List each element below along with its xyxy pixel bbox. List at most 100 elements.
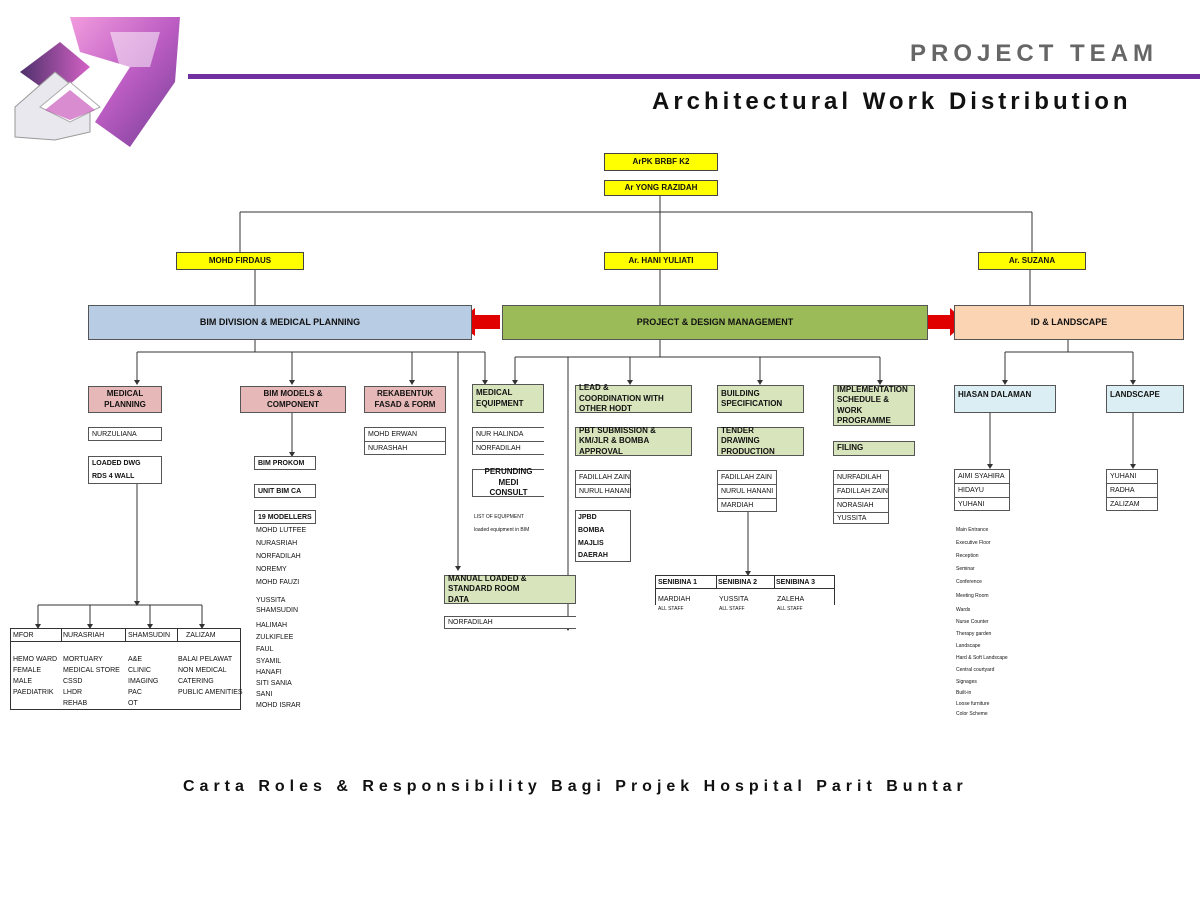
medical-equipment-person: NUR HALINDA xyxy=(472,427,544,441)
authority-list xyxy=(575,510,631,562)
senibina-staff: ALL STAFF xyxy=(658,606,684,612)
table-cell: NON MEDICAL xyxy=(178,667,227,674)
landscape-person: ZALIZAM xyxy=(1106,497,1158,511)
authority-item: JPBD xyxy=(578,514,597,521)
division-pdm: PROJECT & DESIGN MANAGEMENT xyxy=(502,305,928,340)
senibina-header: SENIBINA 2 xyxy=(718,579,758,586)
implementation-person: NORASIAH xyxy=(833,498,889,512)
table-cell: CLINIC xyxy=(128,667,151,674)
hiasan-person: YUHANI xyxy=(954,497,1010,511)
medical-planning-person: NURZULIANA xyxy=(88,427,162,441)
list-item: Meeting Room xyxy=(956,593,989,599)
table-cell: FEMALE xyxy=(13,667,42,674)
senibina-staff: ALL STAFF xyxy=(777,606,803,612)
senibina-staff: ALL STAFF xyxy=(719,606,745,612)
unit-bim-ca: UNIT BIM CA xyxy=(254,484,316,498)
manual-person: NORFADILAH xyxy=(444,616,576,629)
senibina-table xyxy=(655,575,835,605)
logo xyxy=(10,12,185,150)
table-cell: PUBLIC AMENITIES xyxy=(178,689,243,696)
table-header: MFOR xyxy=(13,632,34,639)
implementation-person: YUSSITA xyxy=(833,512,889,524)
list-item: Executive Floor xyxy=(956,540,991,546)
landscape-person: YUHANI xyxy=(1106,469,1158,483)
pbt-box: PBT SUBMISSION & KM/JLR & BOMBA APPROVAL xyxy=(575,426,692,456)
authority-item: BOMBA xyxy=(578,527,605,534)
table-cell: REHAB xyxy=(63,700,88,707)
table-cell: LHDR xyxy=(63,689,83,696)
table-cell: HEMO WARD xyxy=(13,656,58,663)
senibina-header: SENIBINA 3 xyxy=(776,579,816,586)
table-cell: A&E xyxy=(128,656,143,663)
table-cell: BALAI PELAWAT xyxy=(178,656,233,663)
division-bim: BIM DIVISION & MEDICAL PLANNING xyxy=(88,305,472,340)
list-item: MOHD ISRAR xyxy=(256,702,301,709)
equipment-note: LIST OF EQUIPMENT xyxy=(474,514,524,520)
implementation-person: NURFADILAH xyxy=(833,470,889,484)
medical-planning-box: MEDICAL PLANNING xyxy=(88,386,162,413)
lead-coord-person: NURUL HANANI xyxy=(575,484,631,498)
hiasan-person: HIDAYU xyxy=(954,483,1010,497)
implementation-box: IMPLEMENTATION SCHEDULE & WORK PROGRAMME xyxy=(833,385,915,426)
landscape-person: RADHA xyxy=(1106,483,1158,497)
table-header: ZALIZAM xyxy=(186,632,216,639)
list-item: Conference xyxy=(956,579,982,585)
senibina-header: SENIBINA 1 xyxy=(658,579,698,586)
list-item: Reception xyxy=(956,553,979,559)
building-spec-box: BUILDING SPECIFICATION xyxy=(717,385,804,413)
building-spec-person: MARDIAH xyxy=(717,498,777,512)
team-table-header xyxy=(11,629,240,642)
lead-coord-person: FADILLAH ZAIN xyxy=(575,470,631,484)
table-cell: CATERING xyxy=(178,678,214,685)
logo-mark-icon xyxy=(14,17,180,147)
list-item: ZULKIFLEE xyxy=(256,634,294,641)
table-cell: MEDICAL STORE xyxy=(63,667,120,674)
building-spec-person: NURUL HANANI xyxy=(717,484,777,498)
column-divider xyxy=(716,576,717,588)
bim-prokom: BIM PROKOM xyxy=(254,456,316,470)
table-cell: PAC xyxy=(128,689,142,696)
list-item: NOREMY xyxy=(256,566,287,573)
column-divider xyxy=(774,576,775,588)
page-subtitle: Architectural Work Distribution xyxy=(652,88,1132,115)
list-item: MOHD LUTFEE xyxy=(256,527,307,534)
footer-caption: Carta Roles & Responsibility Bagi Projek… xyxy=(183,778,968,795)
hiasan-person: AIMI SYAHIRA xyxy=(954,469,1010,483)
table-cell: CSSD xyxy=(63,678,83,685)
table-header: NURASRIAH xyxy=(63,632,105,639)
manual-box: MANUAL LOADED & STANDARD ROOM DATA xyxy=(444,574,576,604)
list-item: Central courtyard xyxy=(956,667,995,673)
lead-center-box: Ar. HANI YULIATI xyxy=(604,252,718,270)
list-item: Hard & Soft Landscape xyxy=(956,655,1008,661)
table-header: SHAMSUDIN xyxy=(128,632,171,639)
list-item: FAUL xyxy=(256,646,274,653)
loaded-dwg: LOADED DWG xyxy=(88,456,162,470)
modellers: 19 MODELLERS xyxy=(254,510,316,524)
table-cell: IMAGING xyxy=(128,678,159,685)
senibina-person: MARDIAH xyxy=(658,596,691,603)
list-item: Seminar xyxy=(956,566,975,572)
list-item: NORFADILAH xyxy=(256,553,301,560)
table-cell: MALE xyxy=(13,678,33,685)
building-spec-person: FADILLAH ZAIN xyxy=(717,470,777,484)
list-item: Therapy garden xyxy=(956,631,992,637)
tender-drawing-box: TENDER DRAWING PRODUCTION xyxy=(717,426,804,456)
list-item: HANAFI xyxy=(256,669,282,676)
list-item: Wards xyxy=(956,607,971,613)
filing-box: FILING xyxy=(833,441,915,456)
landscape-box: LANDSCAPE xyxy=(1106,385,1184,413)
column-divider xyxy=(61,629,62,641)
lead-right-box: Ar. SUZANA xyxy=(978,252,1086,270)
table-cell: OT xyxy=(128,700,138,707)
equipment-note: loaded equipment in BIM xyxy=(474,527,530,533)
hiasan-box: HIASAN DALAMAN xyxy=(954,385,1056,413)
header-divider xyxy=(188,74,1200,79)
implementation-person: FADILLAH ZAIN xyxy=(833,484,889,498)
bim-models-box: BIM MODELS & COMPONENT xyxy=(240,386,346,413)
medical-equipment-person: NORFADILAH xyxy=(472,441,544,455)
list-item: Color Scheme xyxy=(956,711,988,717)
list-item: SANI xyxy=(256,691,273,698)
list-item: Signages xyxy=(956,679,977,685)
list-item: Landscape xyxy=(956,643,981,649)
modeller-list: MOHD LUTFEE NURASRIAH NORFADILAH NOREMY … xyxy=(256,527,336,712)
